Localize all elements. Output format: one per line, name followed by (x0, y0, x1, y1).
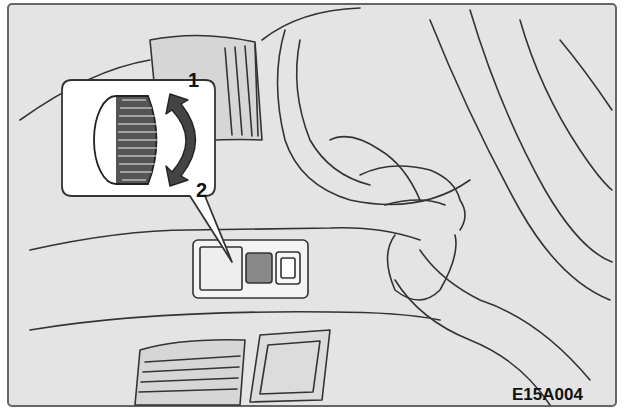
figure-code: E15A004 (512, 386, 583, 403)
callout-number: 1 (188, 70, 199, 90)
switch-panel (193, 240, 308, 298)
callout-number: 2 (196, 180, 207, 200)
frame (8, 4, 616, 406)
double-arrow (166, 94, 196, 186)
dash-lines (20, 8, 612, 405)
callout-bubble (62, 80, 232, 262)
level-dial (94, 96, 158, 184)
